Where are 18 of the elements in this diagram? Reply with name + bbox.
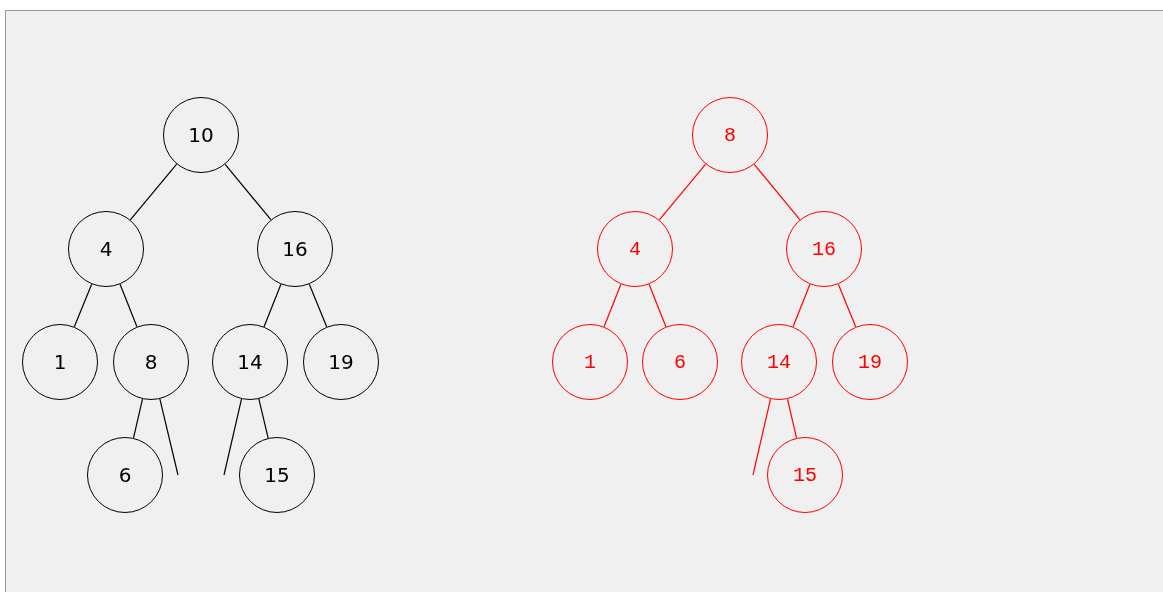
- tree-edge: [263, 283, 282, 328]
- tree-edge: [119, 283, 138, 328]
- tree-edge: [792, 283, 811, 328]
- tree-edge: [129, 163, 178, 221]
- tree-edge: [223, 398, 243, 476]
- tree-edge: [658, 163, 707, 221]
- tree-edge: [753, 163, 801, 221]
- tree-edge: [648, 283, 667, 328]
- tree-edge: [159, 398, 179, 476]
- tree-edge: [837, 283, 857, 328]
- tree-edge: [132, 398, 144, 439]
- tree-edge: [603, 283, 622, 328]
- tree-edge: [258, 398, 269, 439]
- tree-edge: [308, 283, 328, 328]
- tree-edge: [752, 398, 772, 476]
- tree-edge: [786, 398, 798, 439]
- tree-edge: [224, 163, 272, 221]
- tree-edge: [73, 283, 93, 328]
